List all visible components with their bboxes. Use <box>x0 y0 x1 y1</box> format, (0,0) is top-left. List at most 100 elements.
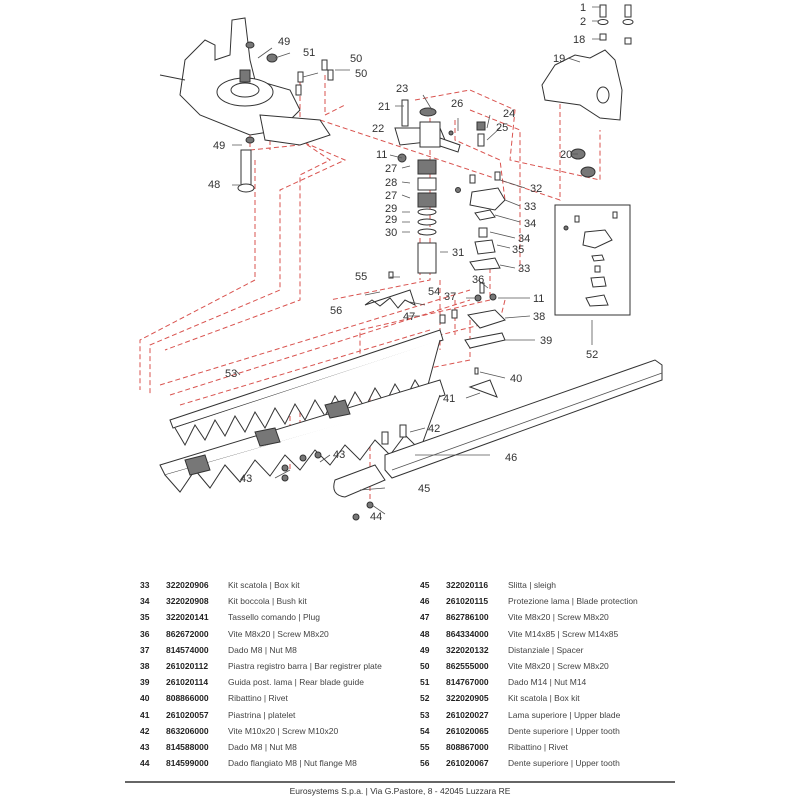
callout-36: 36 <box>472 274 484 286</box>
callout-44: 44 <box>370 511 382 523</box>
callout-31: 31 <box>452 247 464 259</box>
part-code: 863206000 <box>166 725 209 736</box>
callout-48: 48 <box>208 179 220 191</box>
cover-assembly <box>541 4 634 178</box>
part-description: Vite M8x20 | Screw M8x20 <box>228 628 329 639</box>
callout-49-lower: 49 <box>213 140 225 152</box>
callout-33-upper: 33 <box>524 201 536 213</box>
footer-address: Eurosystems S.p.a. | Via G.Pastore, 8 - … <box>289 786 511 796</box>
callout-11-upper: 11 <box>376 149 387 161</box>
callout-35: 35 <box>512 244 524 256</box>
part-description: Kit boccola | Bush kit <box>228 596 307 607</box>
part-description: Tassello comando | Plug <box>228 612 320 623</box>
part-number: 49 <box>420 644 430 655</box>
part-code: 814599000 <box>166 758 209 769</box>
part-number: 38 <box>140 660 150 671</box>
part-code: 862786100 <box>446 612 489 623</box>
part-code: 322020905 <box>446 693 489 704</box>
part-number: 48 <box>420 628 430 639</box>
callout-1: 1 <box>580 2 586 14</box>
part-number: 46 <box>420 596 430 607</box>
callout-43-left: 43 <box>240 473 252 485</box>
part-number: 53 <box>420 709 430 720</box>
callout-2: 2 <box>580 16 586 28</box>
part-description: Slitta | sleigh <box>508 580 557 590</box>
part-code: 261020067 <box>446 758 489 769</box>
part-description: Piastra registro barra | Bar registrer p… <box>228 660 382 671</box>
callout-51: 51 <box>303 47 315 59</box>
callout-34-upper: 34 <box>524 218 536 230</box>
callout-52: 52 <box>586 349 598 361</box>
part-description: Protezione lama | Blade protection <box>508 596 638 607</box>
callout-56: 56 <box>330 305 342 317</box>
callout-18: 18 <box>573 34 585 46</box>
part-description: Kit scatola | Box kit <box>508 693 580 704</box>
part-description: Dado flangiato M8 | Nut flange M8 <box>228 758 357 769</box>
part-code: 322020116 <box>446 580 489 590</box>
callout-53: 53 <box>225 368 237 380</box>
part-description: Dente superiore | Upper tooth <box>508 725 620 736</box>
part-code: 814588000 <box>166 741 209 752</box>
part-description: Dente superiore | Upper tooth <box>508 758 620 769</box>
sleigh <box>333 464 386 521</box>
parts-table-right-column: 45 322020116 Slitta | sleigh 46 261020115 Pro… <box>420 577 700 771</box>
callout-28: 28 <box>385 177 397 189</box>
part-number: 54 <box>420 725 430 736</box>
callout-54: 54 <box>428 286 440 298</box>
callout-23: 23 <box>396 83 408 95</box>
mount-hardware <box>237 41 334 193</box>
callout-26: 26 <box>451 98 463 110</box>
footer-divider <box>125 781 675 783</box>
callout-40: 40 <box>510 373 522 385</box>
parts-table-row: 45 322020116 Slitta | sleigh <box>420 577 700 593</box>
part-code: 862672000 <box>166 628 209 639</box>
part-code: 322020141 <box>166 612 209 623</box>
part-code: 261020115 <box>446 596 489 607</box>
callout-50-lower: 50 <box>355 68 367 80</box>
part-description: Dado M14 | Nut M14 <box>508 677 587 688</box>
part-number: 42 <box>140 725 150 736</box>
part-code: 322020132 <box>446 644 489 655</box>
blade-protection <box>384 359 663 479</box>
callout-49-upper: 49 <box>278 36 290 48</box>
part-number: 45 <box>420 580 430 590</box>
bar-plate-hardware <box>439 282 506 398</box>
callout-11-lower: 11 <box>533 293 544 305</box>
callout-21: 21 <box>378 101 390 113</box>
callout-25: 25 <box>496 122 508 134</box>
gearbox-housing <box>159 17 331 146</box>
callout-47: 47 <box>403 311 415 323</box>
callout-22: 22 <box>372 123 384 135</box>
part-code: 808867000 <box>446 741 489 752</box>
callout-34-lower: 34 <box>518 233 530 245</box>
part-description: Guida post. lama | Rear blade guide <box>228 677 364 688</box>
callout-46: 46 <box>505 452 517 464</box>
part-code: 261020027 <box>446 709 489 720</box>
part-description: Vite M10x20 | Screw M10x20 <box>228 725 339 736</box>
parts-table-row: 42 863206000 Vite M10x20 | Screw M10x20 <box>140 723 420 739</box>
callout-27-lower: 27 <box>385 190 397 202</box>
callout-43-right: 43 <box>333 449 345 461</box>
part-code: 862555000 <box>446 660 489 671</box>
callout-19: 19 <box>553 53 565 65</box>
part-code: 261020057 <box>166 709 209 720</box>
upper-teeth <box>364 271 416 309</box>
part-number: 36 <box>140 628 150 639</box>
lower-blade <box>159 379 446 493</box>
part-number: 51 <box>420 677 430 688</box>
callout-20: 20 <box>560 149 572 161</box>
part-number: 34 <box>140 596 150 607</box>
callout-30: 30 <box>385 227 397 239</box>
